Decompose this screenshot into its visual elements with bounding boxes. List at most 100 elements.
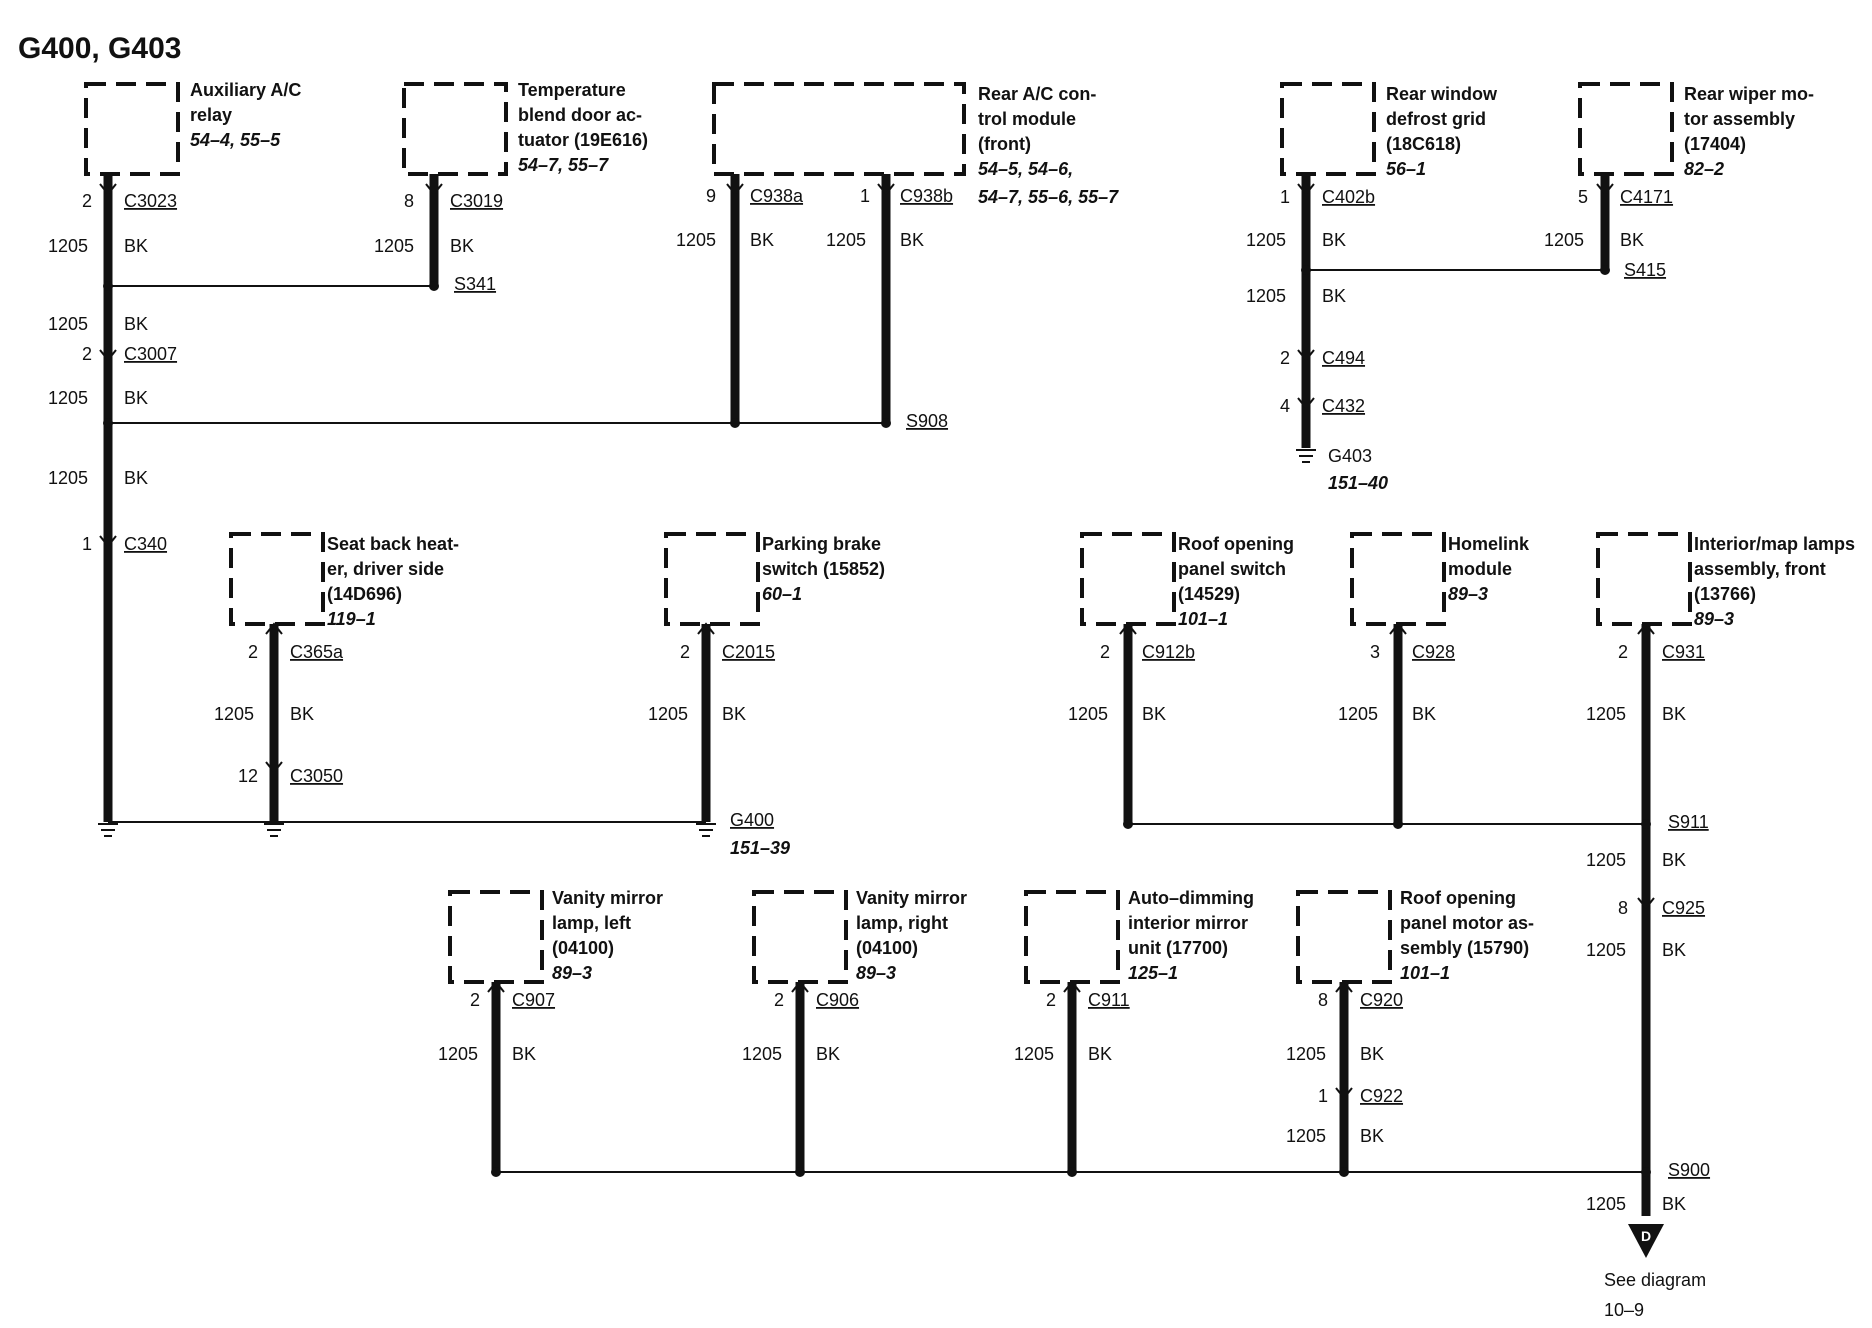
component-ref: 119–1 — [327, 609, 376, 629]
circuit-number: 1205 — [1246, 286, 1286, 306]
component-label: unit (17700) — [1128, 938, 1228, 958]
circuit-number: 1205 — [48, 314, 88, 334]
connector-c365a: C365a — [290, 642, 344, 662]
component-ref: 54–4, 55–5 — [190, 130, 281, 150]
component-label: (14529) — [1178, 584, 1240, 604]
arrow-down-icon — [1628, 1224, 1664, 1258]
connector-c938a: C938a — [750, 186, 804, 206]
circuit-number: 1205 — [1286, 1044, 1326, 1064]
junction-dot — [1123, 819, 1133, 829]
junction-dot — [491, 1167, 501, 1177]
wire-color: BK — [1662, 1194, 1686, 1214]
component-label: module — [1448, 559, 1512, 579]
pin-number: 2 — [248, 642, 258, 662]
component-box — [1296, 890, 1392, 984]
component-label: Temperature — [518, 80, 626, 100]
circuit-number: 1205 — [48, 468, 88, 488]
pin-number: 2 — [1618, 642, 1628, 662]
component-ref: 125–1 — [1128, 963, 1178, 983]
component-label: (front) — [978, 134, 1031, 154]
labels-top-right: 1 C402b 1205 BK 5 C4171 1205 BK S415 120… — [1246, 187, 1673, 493]
component-ref: 54–5, 54–6, — [978, 159, 1073, 179]
diagram-title: G400, G403 — [18, 32, 181, 65]
pin-number: 5 — [1578, 187, 1588, 207]
connector-mark — [1297, 397, 1315, 410]
junction-dot — [1301, 265, 1311, 275]
wire-color: BK — [290, 704, 314, 724]
labels-middle-left: 2 C365a 1205 BK 12 C3050 2 C2015 1205 BK… — [214, 642, 790, 858]
circuit-number: 1205 — [1586, 850, 1626, 870]
wire-color: BK — [1662, 940, 1686, 960]
component-box — [1350, 532, 1446, 626]
pin-number: 1 — [860, 186, 870, 206]
component-ref: 89–3 — [856, 963, 896, 983]
wire-color: BK — [750, 230, 774, 250]
junction-dot — [1339, 1167, 1349, 1177]
circuit-number: 1205 — [1246, 230, 1286, 250]
component-rear-wiper-motor: Rear wiper mo- tor assembly (17404) 82–2 — [1578, 82, 1814, 179]
connector-marks-middle-left — [265, 622, 715, 774]
splice-s341: S341 — [454, 274, 496, 294]
component-box — [448, 890, 544, 984]
ground-g400: G400 — [730, 810, 774, 830]
wire-color: BK — [816, 1044, 840, 1064]
component-box — [1280, 82, 1376, 176]
component-box — [752, 890, 848, 984]
component-label: (13766) — [1694, 584, 1756, 604]
connector-mark — [265, 761, 283, 774]
pin-number: 8 — [1318, 990, 1328, 1010]
see-diagram-text: See diagram — [1604, 1270, 1706, 1290]
pin-number: 2 — [82, 344, 92, 364]
component-vanity-mirror-left: Vanity mirror lamp, left (04100) 89–3 — [448, 888, 663, 984]
component-label: Roof opening — [1400, 888, 1516, 908]
component-ref: 82–2 — [1684, 159, 1724, 179]
connector-c906: C906 — [816, 990, 859, 1010]
component-label: blend door ac- — [518, 105, 642, 125]
component-label: Seat back heat- — [327, 534, 459, 554]
pin-number: 1 — [1318, 1086, 1328, 1106]
circuit-number: 1205 — [438, 1044, 478, 1064]
component-ref: 89–3 — [1448, 584, 1488, 604]
connector-c432: C432 — [1322, 396, 1365, 416]
component-label: tuator (19E616) — [518, 130, 648, 150]
component-box — [84, 82, 180, 176]
junction-dot — [103, 281, 113, 291]
connector-c912b: C912b — [1142, 642, 1195, 662]
circuit-number: 1205 — [1586, 704, 1626, 724]
connector-mark — [697, 622, 715, 635]
connector-c2015: C2015 — [722, 642, 775, 662]
wire-color: BK — [124, 314, 148, 334]
component-ref: 54–7, 55–6, 55–7 — [978, 187, 1119, 207]
component-label: Rear window — [1386, 84, 1498, 104]
component-label: lamp, left — [552, 913, 631, 933]
component-rear-window-defrost-grid: Rear window defrost grid (18C618) 56–1 — [1280, 82, 1498, 179]
circuit-number: 1205 — [1338, 704, 1378, 724]
continuation-marker: D — [1641, 1228, 1651, 1244]
connector-c920: C920 — [1360, 990, 1403, 1010]
component-label: tor assembly — [1684, 109, 1795, 129]
component-interior-map-lamps: Interior/map lamps assembly, front (1376… — [1596, 532, 1855, 629]
component-label: Auto–dimming — [1128, 888, 1254, 908]
wire-color: BK — [1360, 1126, 1384, 1146]
connector-c402b: C402b — [1322, 187, 1375, 207]
wire-color: BK — [1620, 230, 1644, 250]
splice-s415: S415 — [1624, 260, 1666, 280]
pin-number: 2 — [680, 642, 690, 662]
connector-mark — [425, 183, 443, 196]
component-ref: 89–3 — [552, 963, 592, 983]
wire-color: BK — [1322, 286, 1346, 306]
wire-color: BK — [124, 236, 148, 256]
junction-dot — [429, 281, 439, 291]
component-label: Auxiliary A/C — [190, 80, 301, 100]
labels-bottom: 2 C907 1205 BK 2 C906 1205 BK 2 C911 120… — [438, 990, 1710, 1320]
component-roof-opening-panel-switch: Roof opening panel switch (14529) 101–1 — [1080, 532, 1294, 629]
wire-color: BK — [1088, 1044, 1112, 1064]
connector-mark — [1297, 349, 1315, 362]
component-label: lamp, right — [856, 913, 948, 933]
wire-color: BK — [722, 704, 746, 724]
component-ref: 54–7, 55–7 — [518, 155, 609, 175]
pin-number: 4 — [1280, 396, 1290, 416]
component-box — [712, 82, 966, 176]
see-diagram-ref: 10–9 — [1604, 1300, 1644, 1320]
